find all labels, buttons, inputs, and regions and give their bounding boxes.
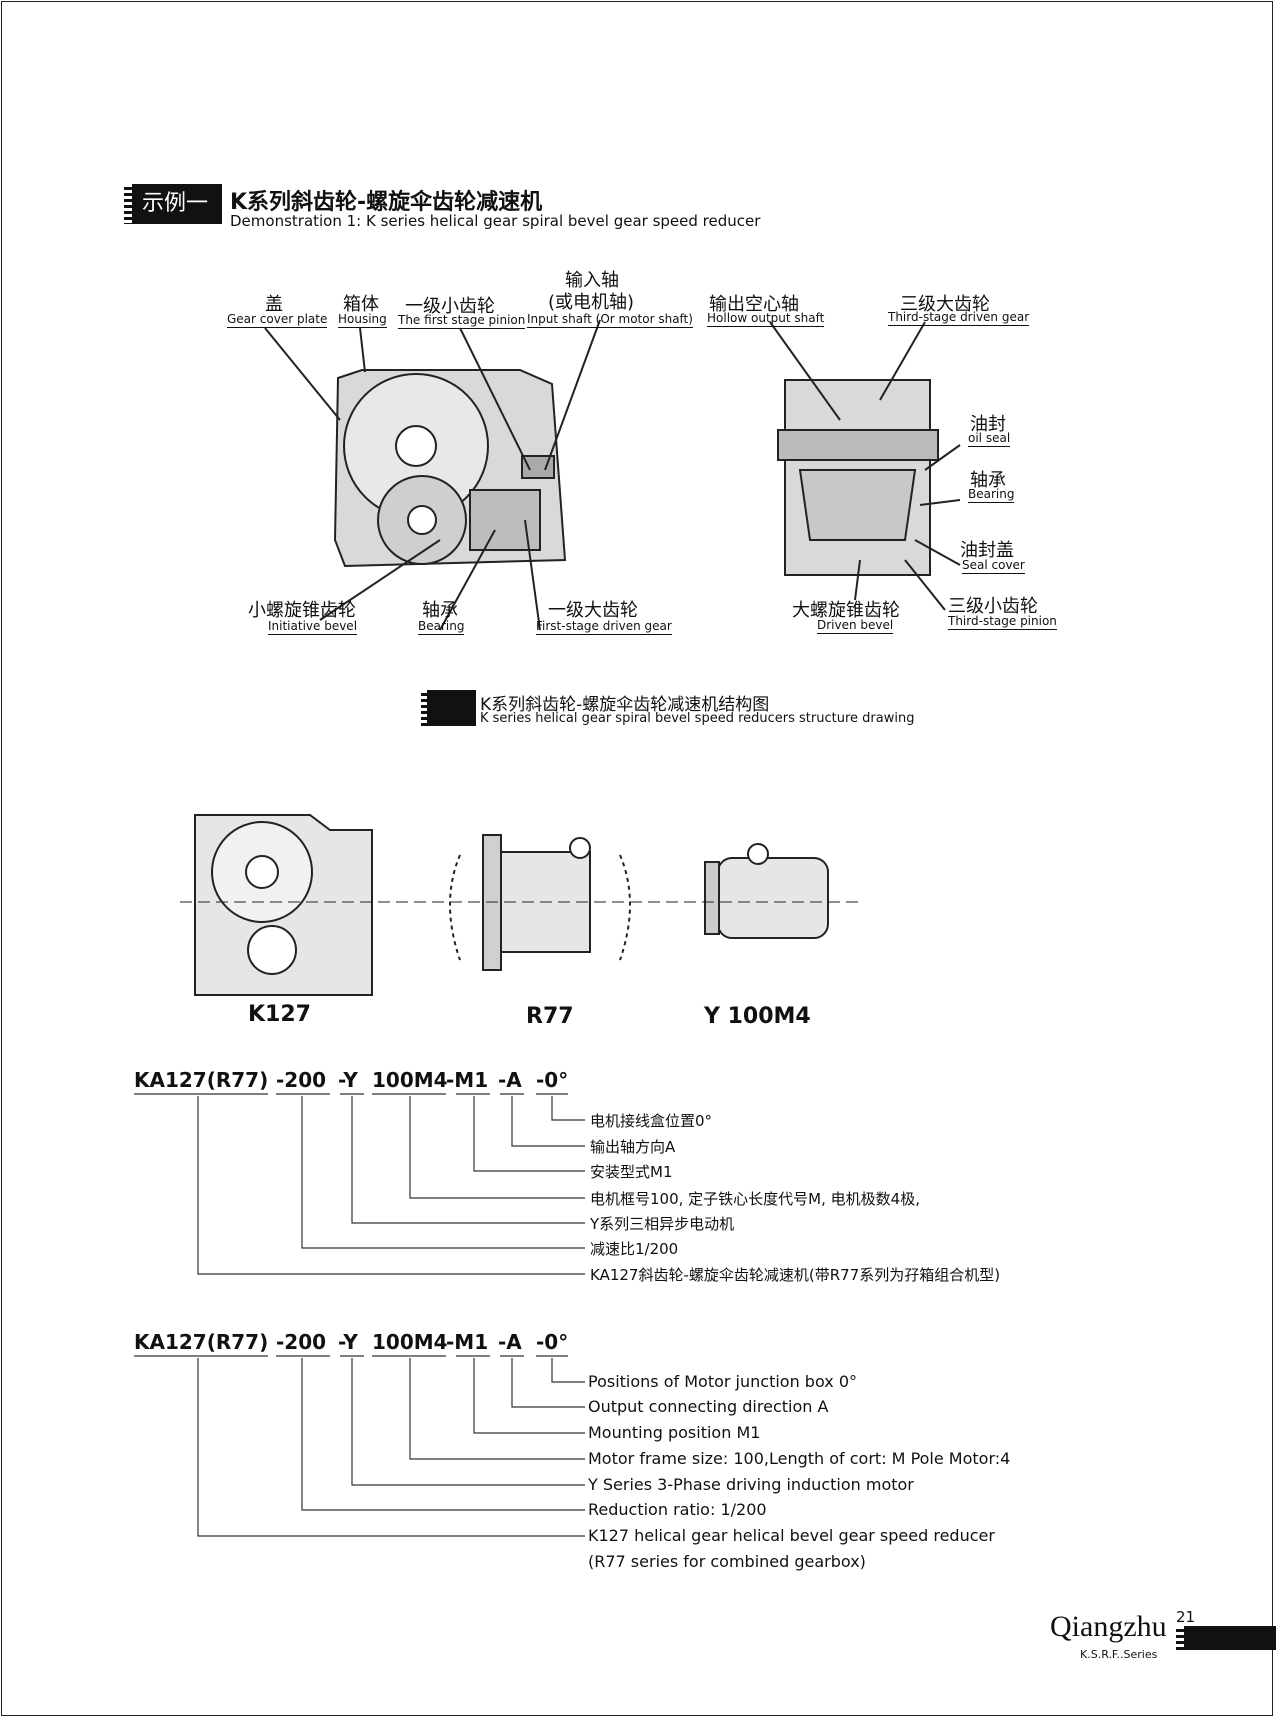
label-housing-en: Housing — [338, 312, 387, 328]
label-gear-cover-en: Gear cover plate — [227, 312, 328, 328]
code2-part-motor-series: -Y — [338, 1330, 358, 1354]
code-part-ratio: -200 — [276, 1068, 327, 1092]
label-hollow-shaft-en: Hollow output shaft — [707, 311, 825, 327]
label-oil-seal-en: oil seal — [968, 431, 1011, 447]
label-oil-seal-cn: 油封 — [970, 414, 1006, 435]
driven-bevel-drawing — [798, 469, 917, 541]
page-subtitle: Demonstration 1: K series helical gear s… — [230, 212, 761, 230]
section-tab: 示例一 — [124, 184, 222, 224]
label-bearing-right-en: Bearing — [968, 487, 1015, 503]
code2-part-direction: -A — [498, 1330, 522, 1354]
label-first-driven-cn: 一级大齿轮 — [548, 600, 638, 621]
desc-en-ratio: Reduction ratio: 1/200 — [588, 1500, 767, 1519]
input-shaft-drawing — [521, 455, 555, 479]
bevel-housing-drawing — [469, 489, 541, 551]
model-k127: K127 — [248, 1002, 311, 1027]
label-seal-cover-en: Seal cover — [962, 558, 1025, 574]
label-driven-bevel-cn: 大螺旋锥齿轮 — [792, 600, 900, 621]
brand-logo: Qiangzhu — [1050, 1610, 1167, 1643]
label-third-driven-en: Third-stage driven gear — [888, 310, 1030, 326]
label-housing-cn: 箱体 — [343, 294, 379, 315]
label-bearing-left-cn: 轴承 — [422, 600, 458, 621]
page-number: 21 — [1176, 1608, 1196, 1626]
desc-en-direction: Output connecting direction A — [588, 1397, 829, 1416]
code2-part-frame: 100M4 — [372, 1330, 448, 1354]
desc-cn-model: KA127斜齿轮-螺旋伞齿轮减速机(带R77系列为孖箱组合机型) — [590, 1266, 1001, 1284]
label-third-pinion-cn: 三级小齿轮 — [948, 596, 1038, 617]
footer-bar — [1176, 1626, 1276, 1650]
label-bearing-right-cn: 轴承 — [970, 470, 1006, 491]
desc-cn-mounting: 安装型式M1 — [590, 1163, 673, 1181]
structure-caption-tab — [421, 690, 476, 726]
label-initiative-bevel-cn: 小螺旋锥齿轮 — [248, 600, 356, 621]
gear-bore-drawing — [395, 425, 437, 467]
structure-caption-subtitle: K series helical gear spiral bevel speed… — [480, 711, 915, 726]
label-first-pinion-cn: 一级小齿轮 — [405, 296, 495, 317]
y100m4-drawing — [717, 857, 829, 939]
desc-cn-direction: 输出轴方向A — [590, 1138, 676, 1156]
page-title: K系列斜齿轮-螺旋伞齿轮减速机 — [230, 190, 543, 215]
code-part-frame: 100M4 — [372, 1068, 448, 1092]
code-part-model: KA127(R77) — [134, 1068, 269, 1092]
structure-caption-title: K系列斜齿轮-螺旋伞齿轮减速机结构图 — [480, 695, 770, 715]
model-y100m4: Y 100M4 — [704, 1004, 811, 1029]
code-part-motor-series: -Y — [338, 1068, 358, 1092]
desc-cn-ratio: 减速比1/200 — [590, 1240, 679, 1258]
code2-part-ratio: -200 — [276, 1330, 327, 1354]
desc-cn-motor: Y系列三相异步电动机 — [590, 1215, 735, 1233]
code2-part-model: KA127(R77) — [134, 1330, 269, 1354]
code2-part-junction: -0° — [536, 1330, 569, 1354]
desc-en-junction: Positions of Motor junction box 0° — [588, 1372, 857, 1391]
label-seal-cover-cn: 油封盖 — [960, 540, 1014, 561]
code-part-direction: -A — [498, 1068, 522, 1092]
label-bearing-left-en: Bearing — [418, 619, 465, 635]
label-third-pinion-en: Third-stage pinion — [948, 614, 1057, 630]
label-hollow-shaft-cn: 输出空心轴 — [709, 294, 799, 315]
desc-cn-junction: 电机接线盒位置0° — [590, 1112, 713, 1130]
model-r77: R77 — [526, 1004, 574, 1029]
desc-en-model: K127 helical gear helical bevel gear spe… — [588, 1526, 995, 1545]
desc-en-model-note: (R77 series for combined gearbox) — [588, 1552, 866, 1571]
label-driven-bevel-en: Driven bevel — [817, 618, 894, 634]
label-gear-cover-cn: 盖 — [265, 294, 283, 315]
desc-en-mounting: Mounting position M1 — [588, 1423, 761, 1442]
hollow-shaft-drawing — [777, 429, 939, 461]
label-initiative-bevel-en: Initiative bevel — [268, 619, 358, 635]
desc-en-frame: Motor frame size: 100,Length of cort: M … — [588, 1449, 1011, 1468]
brand-series: K.S.R.F..Series — [1080, 1648, 1158, 1661]
label-input-shaft-cn2: (或电机轴) — [548, 292, 635, 313]
code-part-junction: -0° — [536, 1068, 569, 1092]
code2-part-mounting: -M1 — [446, 1330, 489, 1354]
label-third-driven-cn: 三级大齿轮 — [900, 294, 990, 315]
label-first-driven-en: First-stage driven gear — [536, 619, 672, 635]
desc-en-motor: Y Series 3-Phase driving induction motor — [588, 1475, 914, 1494]
label-first-pinion-en: The first stage pinion — [398, 313, 526, 329]
label-input-shaft-en: Input shaft (Or motor shaft) — [527, 312, 693, 328]
desc-cn-frame: 电机框号100, 定子铁心长度代号M, 电机极数4极, — [590, 1190, 920, 1208]
code-part-mounting: -M1 — [446, 1068, 489, 1092]
section-tab-label: 示例一 — [141, 191, 208, 216]
label-input-shaft-cn1: 输入轴 — [565, 270, 619, 291]
